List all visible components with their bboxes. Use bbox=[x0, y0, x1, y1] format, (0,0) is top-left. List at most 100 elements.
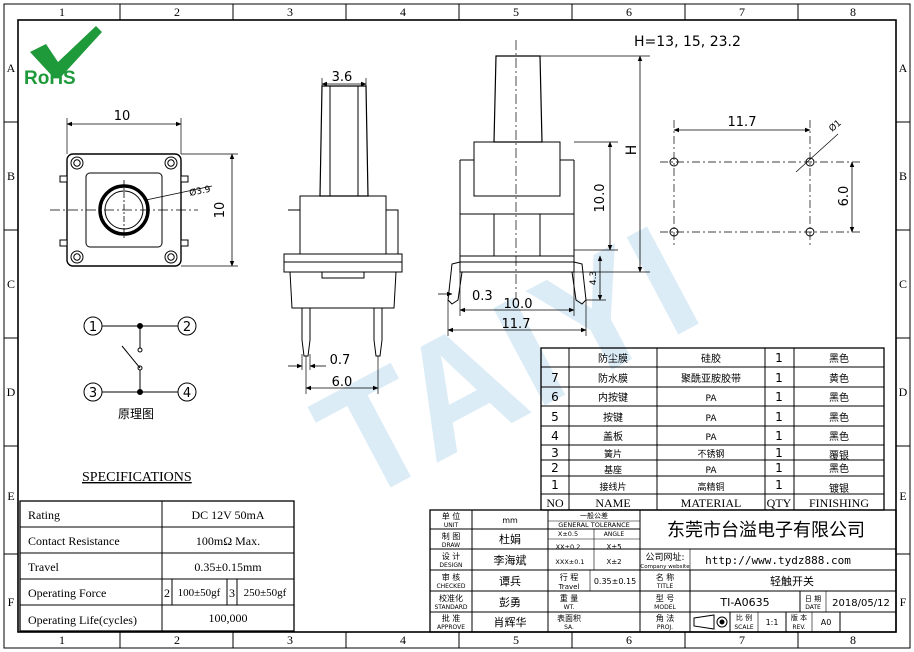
tol-xxx: XXX±0.1 bbox=[555, 558, 584, 566]
dim-top-height: 10 bbox=[213, 202, 228, 219]
tol-x: X±0.5 bbox=[558, 530, 578, 538]
pcb-layout bbox=[660, 120, 860, 246]
col-label: 1 bbox=[59, 5, 65, 19]
parts-table bbox=[540, 347, 885, 511]
spec-force-n2: 2 bbox=[164, 586, 170, 600]
checkmark-icon bbox=[30, 26, 102, 78]
outer-frame bbox=[3, 3, 911, 649]
tol-angle: ANGLE bbox=[604, 531, 625, 538]
standard-label: 校准化 bbox=[439, 593, 463, 603]
travel-label: 行 程 bbox=[560, 572, 579, 582]
schematic bbox=[83, 316, 197, 402]
row-label: C bbox=[7, 277, 15, 291]
row-label: E bbox=[7, 489, 14, 503]
projection-icon bbox=[693, 614, 728, 630]
col-label: 5 bbox=[513, 633, 519, 647]
rev-label-en: REV. bbox=[792, 624, 805, 631]
part-name: 防尘膜 bbox=[598, 352, 628, 365]
date-value: 2018/05/12 bbox=[832, 598, 890, 609]
title-label: 名 称 bbox=[656, 572, 675, 582]
part-finishing: 黄色 bbox=[829, 372, 849, 385]
spec-force-n3: 3 bbox=[229, 586, 235, 600]
col-label: 8 bbox=[850, 633, 856, 647]
col-label: 4 bbox=[400, 633, 406, 647]
part-finishing: 镀银 bbox=[829, 482, 849, 495]
website-label: 公司网址: bbox=[645, 551, 684, 563]
part-material: PA bbox=[705, 466, 717, 476]
part-no: 1 bbox=[551, 478, 559, 492]
draw-label: 制 图 bbox=[442, 531, 461, 541]
part-no: 7 bbox=[551, 371, 559, 385]
title-label-en: TITLE bbox=[656, 583, 673, 590]
date-label-en: DATE bbox=[805, 604, 821, 611]
col-label: 6 bbox=[626, 5, 632, 19]
proj-label-en: PROJ. bbox=[657, 624, 673, 631]
header-material: MATERIAL bbox=[681, 496, 742, 510]
spec-label: Travel bbox=[28, 560, 60, 574]
draw-value: 杜娟 bbox=[499, 532, 521, 546]
header-name: NAME bbox=[595, 496, 630, 510]
spec-label: Operating Force bbox=[28, 586, 106, 600]
standard-label-en: STANDARD bbox=[434, 604, 467, 611]
sa-label: 表面积 bbox=[557, 613, 581, 623]
watermark: TAIYI bbox=[290, 191, 725, 535]
pin-2-label: 2 bbox=[183, 320, 191, 335]
row-label: F bbox=[8, 595, 15, 609]
dim-front-pin-w: 0.3 bbox=[472, 289, 493, 304]
part-material: PA bbox=[705, 414, 717, 424]
part-material: PA bbox=[705, 433, 717, 443]
part-no: 5 bbox=[551, 410, 559, 424]
tol-a1: X±5 bbox=[606, 543, 621, 551]
row-label: C bbox=[899, 277, 907, 291]
dim-pcb-hole: Ø1 bbox=[827, 118, 844, 135]
spec-value: 100mΩ Max. bbox=[196, 534, 260, 548]
pin-3-label: 3 bbox=[89, 386, 97, 401]
wt-label: 重 量 bbox=[560, 593, 579, 603]
part-no: 3 bbox=[551, 446, 559, 460]
col-label: 5 bbox=[513, 5, 519, 19]
part-finishing: 黑色 bbox=[829, 411, 849, 424]
row-label: A bbox=[899, 61, 908, 75]
part-material: 不锈钢 bbox=[697, 448, 724, 460]
dim-front-pin-len: 4.3 bbox=[589, 271, 599, 285]
dim-side-pin: 0.7 bbox=[330, 353, 351, 368]
column-ruler bbox=[4, 4, 910, 648]
header-qty: QTY bbox=[767, 496, 792, 510]
checked-label-en: CHECKED bbox=[436, 583, 465, 590]
part-name: 按键 bbox=[603, 411, 623, 424]
part-qty: 1 bbox=[775, 410, 783, 424]
spec-label: Rating bbox=[28, 508, 60, 522]
dim-front-h: H bbox=[624, 145, 640, 156]
height-note: H=13, 15, 23.2 bbox=[634, 34, 741, 50]
travel-label-en: Travel bbox=[558, 583, 580, 591]
dim-side-pin-span: 6.0 bbox=[332, 375, 353, 390]
part-name: 盖板 bbox=[603, 430, 623, 443]
row-label: F bbox=[900, 595, 907, 609]
row-label: B bbox=[7, 169, 15, 183]
spec-force-v3: 250±50gf bbox=[244, 587, 287, 599]
model-label: 型 号 bbox=[656, 594, 675, 603]
col-label: 7 bbox=[739, 633, 745, 647]
part-name: 基座 bbox=[604, 464, 622, 476]
dim-front-body: 10.0 bbox=[593, 184, 608, 213]
dim-pcb-width: 11.7 bbox=[728, 115, 757, 130]
spec-force-v2: 100±50gf bbox=[178, 587, 221, 599]
wt-label-en: WT. bbox=[564, 604, 575, 611]
sa-label-en: SA. bbox=[564, 624, 574, 631]
approve-label: 批 准 bbox=[442, 613, 461, 623]
design-value: 李海斌 bbox=[494, 553, 527, 567]
part-finishing: 黑色 bbox=[829, 391, 849, 404]
part-material: 聚酰亚胺胶带 bbox=[681, 372, 741, 385]
part-qty: 1 bbox=[775, 446, 783, 460]
unit-label: 单 位 bbox=[442, 511, 461, 521]
date-label: 日 期 bbox=[805, 595, 821, 603]
col-label: 3 bbox=[287, 5, 293, 19]
tol-a2: X±2 bbox=[606, 558, 621, 566]
website-value: http://www.tydz888.com bbox=[705, 554, 851, 567]
col-label: 3 bbox=[287, 633, 293, 647]
part-no: 6 bbox=[551, 390, 559, 404]
part-name: 簧片 bbox=[604, 448, 622, 460]
row-label: D bbox=[899, 385, 908, 399]
scale-label-en: SCALE bbox=[734, 624, 753, 631]
